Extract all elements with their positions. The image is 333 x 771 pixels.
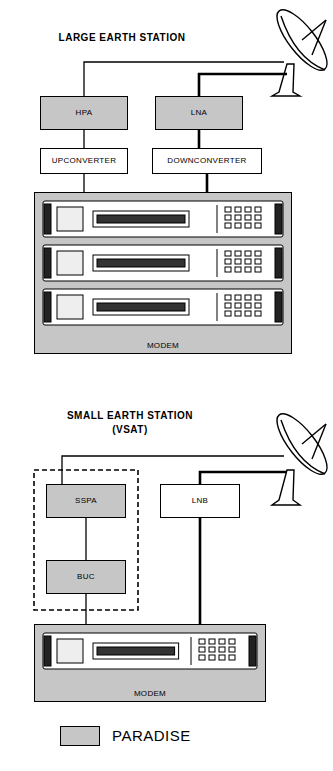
box-label: HPA bbox=[76, 109, 93, 117]
modem-unit bbox=[43, 245, 283, 281]
amplifier-box: HPA bbox=[40, 96, 128, 130]
satellite-dish bbox=[269, 3, 333, 96]
dashed-group-outline bbox=[34, 470, 138, 610]
box-label: BUC bbox=[77, 573, 95, 581]
converter-box: LNB bbox=[160, 484, 240, 518]
legend-swatch bbox=[60, 726, 100, 746]
signal-line bbox=[198, 130, 201, 148]
station-title: (VSAT) bbox=[112, 424, 148, 435]
modem-rack: MODEM bbox=[34, 192, 292, 354]
signal-line bbox=[85, 518, 86, 560]
dish-feed-line bbox=[200, 472, 287, 484]
box-label: DOWNCONVERTER bbox=[167, 157, 246, 165]
converter-box: DOWNCONVERTER bbox=[152, 148, 262, 174]
amplifier-box: LNA bbox=[155, 96, 243, 130]
amplifier-box: SSPA bbox=[46, 484, 126, 518]
signal-line bbox=[83, 174, 84, 192]
dish-feed-line bbox=[84, 62, 284, 96]
converter-box: BUC bbox=[46, 560, 126, 594]
modem-rack: MODEM bbox=[34, 624, 266, 702]
modem-unit bbox=[43, 633, 257, 669]
signal-line bbox=[83, 130, 84, 148]
box-label: LNA bbox=[191, 109, 207, 117]
box-label: LNB bbox=[192, 497, 208, 505]
box-label: UPCONVERTER bbox=[52, 157, 117, 165]
box-label: MODEM bbox=[134, 690, 166, 698]
signal-line bbox=[199, 518, 202, 624]
signal-line bbox=[206, 174, 209, 192]
legend-text: PARADISE bbox=[112, 727, 191, 744]
dish-feed-line bbox=[199, 74, 287, 96]
dish-feed-line bbox=[62, 456, 284, 484]
box-label: SSPA bbox=[75, 497, 97, 505]
modem-unit bbox=[43, 201, 283, 237]
modem-unit bbox=[43, 289, 283, 325]
station-title: LARGE EARTH STATION bbox=[59, 32, 186, 43]
modem-units bbox=[35, 193, 291, 353]
converter-box: UPCONVERTER bbox=[40, 148, 128, 174]
box-label: MODEM bbox=[147, 342, 179, 350]
station-title: SMALL EARTH STATION bbox=[67, 410, 193, 421]
signal-line bbox=[85, 594, 86, 624]
